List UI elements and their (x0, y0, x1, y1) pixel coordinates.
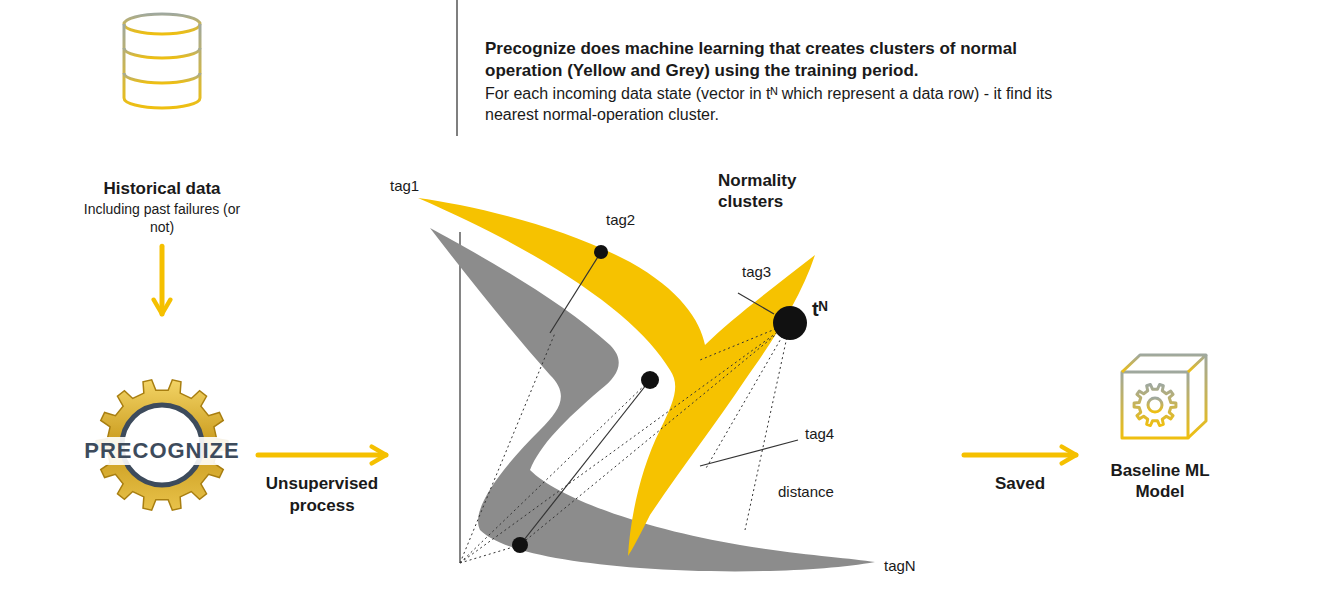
axis-tag: tag3 (742, 262, 771, 282)
distance-label: distance (778, 482, 834, 502)
leader-line (550, 252, 601, 333)
arrow-label: Saved (940, 473, 1100, 495)
database-icon (124, 14, 200, 108)
axis-tag: tagN (884, 556, 916, 576)
node-text: Historical data (62, 178, 262, 199)
data-point (641, 371, 659, 389)
yellow-cluster (418, 198, 815, 556)
distance-line (460, 380, 650, 563)
data-point (512, 537, 528, 553)
axis-tag: tag2 (606, 210, 635, 230)
cluster-plot: Normality clusters (390, 150, 960, 595)
node-text: PRECOGNIZE (80, 437, 243, 465)
cube-gear (1134, 385, 1176, 426)
heading-text: Precognize does machine learning that cr… (485, 38, 1075, 82)
axis-line (459, 232, 460, 563)
data-points (512, 245, 807, 553)
flow-arrow (964, 453, 1076, 458)
database-top (124, 14, 200, 34)
node-text: Including past failures (or not) (75, 201, 250, 236)
leader-lines (520, 252, 798, 545)
arrow-label: Unsupervised process (242, 473, 402, 517)
distance-line (520, 323, 790, 545)
distance-lines (460, 323, 790, 563)
description-text: For each incoming data state (vector in … (485, 84, 1075, 126)
node-text: Baseline ML Model (1110, 460, 1210, 503)
database-band (124, 73, 200, 83)
database-body (124, 24, 200, 108)
gear-shape (1134, 385, 1176, 426)
node-text: Normality clusters (718, 170, 828, 213)
cube-top (1122, 355, 1206, 372)
gear-hub (1148, 398, 1162, 412)
axis-tag: tag1 (390, 176, 419, 196)
leader-line (520, 380, 650, 545)
axis-tag: tag4 (805, 424, 834, 444)
data-point (594, 245, 608, 259)
distance-line (705, 323, 790, 470)
incoming-state-point (773, 306, 807, 340)
distance-line (460, 323, 790, 563)
data-source: Historical dataIncluding past failures (… (62, 8, 262, 242)
cube-front (1122, 372, 1188, 438)
engine-logo: PRECOGNIZE (70, 318, 254, 525)
flow-arrow (160, 246, 165, 314)
distance-line (460, 333, 555, 563)
vector-label: tᴺ (812, 296, 827, 322)
model-box: Baseline ML Model (1080, 340, 1240, 509)
distance-line (460, 545, 520, 563)
flow-arrow (258, 453, 386, 458)
cube-side (1188, 355, 1206, 438)
leader-line (700, 440, 798, 466)
database-band (124, 48, 200, 58)
divider-line (456, 0, 458, 136)
cube-icon (1122, 355, 1206, 438)
leader-line (738, 293, 774, 314)
